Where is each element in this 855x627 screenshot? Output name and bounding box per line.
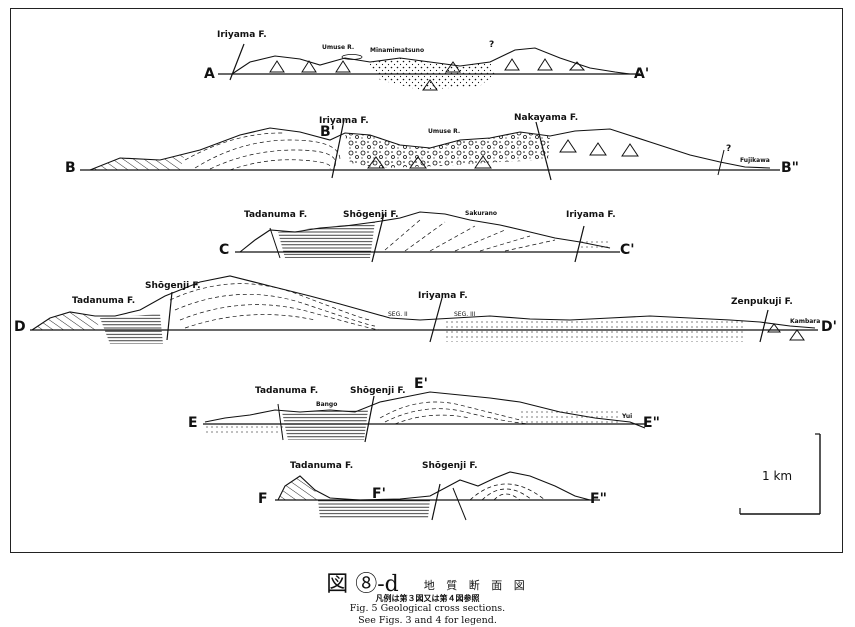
section-c-fault-iriyama — [574, 225, 585, 263]
section-f: F F' F" Tadanuma F. Shōgenji F. — [258, 461, 607, 521]
section-a-query: ? — [489, 40, 494, 50]
section-f-mid-label: F' — [372, 486, 386, 502]
section-c-layered-block — [278, 222, 375, 258]
section-b-hatched-block — [90, 153, 185, 170]
section-d-place-seg3: SEG. III — [454, 311, 476, 318]
section-c-right-label: C' — [620, 242, 635, 258]
section-f-fault-label-tadanuma: Tadanuma F. — [290, 461, 353, 471]
figure-caption-zu: 図 — [326, 572, 349, 597]
section-e-fault-label-tadanuma: Tadanuma F. — [255, 386, 318, 396]
section-d-fault-label-iriyama: Iriyama F. — [418, 291, 468, 301]
section-d-fault-label-zenpukuji: Zenpukuji F. — [731, 297, 793, 307]
section-b-fault-label-iriyama: Iriyama F. — [319, 116, 369, 126]
figure-caption-number: ⑧-d — [355, 572, 399, 597]
section-d-surface — [31, 275, 816, 331]
section-c-left-label: C — [219, 242, 229, 258]
section-f-fault-minor — [452, 487, 467, 521]
section-c-fault-shogenji — [371, 213, 385, 263]
section-b-fault-label-nakayama: Nakayama F. — [514, 113, 578, 123]
section-d-layered-block — [100, 314, 163, 344]
section-b-right-label: B" — [781, 160, 799, 176]
section-e-dotted-right — [520, 410, 620, 424]
section-a-place-umuse: Umuse R. — [322, 44, 354, 51]
section-b-fault-nakayama — [535, 121, 552, 181]
section-e-fault-shogenji — [364, 395, 375, 443]
section-d-fault-shogenji — [166, 291, 173, 341]
section-d-place-kambara: Kambara — [790, 318, 820, 325]
scale-bar-label: 1 km — [762, 469, 792, 483]
section-d-fault-iriyama — [429, 297, 443, 343]
section-a-fault-iriyama — [229, 43, 245, 81]
section-b-mid-label: B' — [320, 124, 335, 140]
section-e-mid-label: E' — [414, 376, 428, 392]
section-f-surface — [277, 471, 591, 501]
section-a-river — [341, 54, 363, 60]
section-f-fault-shogenji — [431, 483, 441, 521]
figure-caption-legend-en: See Figs. 3 and 4 for legend. — [358, 615, 497, 626]
section-a-fault-label-iriyama: Iriyama F. — [217, 30, 267, 40]
section-f-fault-label-shogenji: Shōgenji F. — [422, 461, 478, 471]
section-b-fault-iriyama — [331, 119, 345, 179]
section-d-place-seg2: SEG. II — [388, 311, 408, 318]
section-a-right-label: A' — [634, 66, 649, 82]
section-e-fault-tadanuma — [277, 403, 284, 441]
figure-frame — [10, 8, 843, 553]
section-d-fault-zenpukuji — [759, 309, 769, 343]
scale-bar: 1 km — [739, 433, 821, 515]
section-c-place-sakurano: Sakurano — [465, 210, 497, 217]
section-e-fault-label-shogenji: Shōgenji F. — [350, 386, 406, 396]
section-d-dotted-block — [445, 318, 745, 342]
section-e-left-label: E — [188, 415, 198, 431]
section-d: D D' Tadanuma F. Shōgenji F. Iriyama F. … — [14, 275, 837, 344]
figure-caption-title-ja: 地 質 断 面 図 — [423, 579, 529, 592]
section-c-dotted-block — [578, 240, 608, 252]
section-a-sediment — [368, 58, 495, 90]
figure-caption-english: Fig. 5 Geological cross sections. — [349, 603, 506, 614]
section-c-fault-label-iriyama: Iriyama F. — [566, 210, 616, 220]
figure-caption-legend-ja: 凡例は第３図又は第４図参照 — [375, 594, 480, 603]
section-e-layered-block — [282, 410, 368, 440]
section-e-place-yui: Yui — [621, 413, 632, 420]
section-f-layered-block — [318, 500, 430, 518]
section-b: B B' B" Iriyama F. Nakayama F. Umuse R. … — [65, 113, 799, 181]
section-e-right-label: E" — [643, 415, 660, 431]
section-b-fault-minor — [717, 149, 725, 176]
section-e-dotted-left — [205, 424, 285, 436]
section-c: C C' Tadanuma F. Shōgenji F. Iriyama F. … — [219, 210, 635, 263]
section-b-place-umuse: Umuse R. — [428, 128, 460, 135]
section-f-left-label: F — [258, 491, 268, 507]
section-d-left-label: D — [14, 319, 26, 335]
section-b-left-label: B — [65, 160, 76, 176]
section-c-fault-tadanuma — [269, 227, 281, 259]
section-c-fault-label-tadanuma: Tadanuma F. — [244, 210, 307, 220]
section-e: E E' E" Tadanuma F. Shōgenji F. Bango Yu… — [188, 376, 660, 443]
section-a-left-label: A — [204, 66, 215, 82]
section-e-place-bango: Bango — [316, 401, 337, 408]
section-a-place-minamimatsuno: Minamimatsuno — [370, 47, 424, 54]
section-b-query: ? — [726, 144, 731, 154]
section-d-fault-label-tadanuma: Tadanuma F. — [72, 296, 135, 306]
section-b-conglomerate — [345, 132, 550, 168]
section-f-right-label: F" — [590, 491, 607, 507]
section-c-surface — [239, 211, 611, 253]
section-c-fault-label-shogenji: Shōgenji F. — [343, 210, 399, 220]
section-b-place-fujikawa: Fujikawa — [740, 157, 770, 164]
section-d-right-label: D' — [821, 319, 837, 335]
section-a: A A' Iriyama F. Umuse R. Minamimatsuno ? — [204, 30, 649, 91]
section-d-hatched-left — [32, 312, 100, 330]
section-f-hatched-left — [278, 476, 318, 500]
section-d-fault-label-shogenji: Shōgenji F. — [145, 281, 201, 291]
figure-caption-japanese: 図 ⑧-d 地 質 断 面 図 — [0, 566, 855, 598]
cross-sections-diagram: A A' Iriyama F. Umuse R. Minamimatsuno ?… — [14, 30, 837, 521]
